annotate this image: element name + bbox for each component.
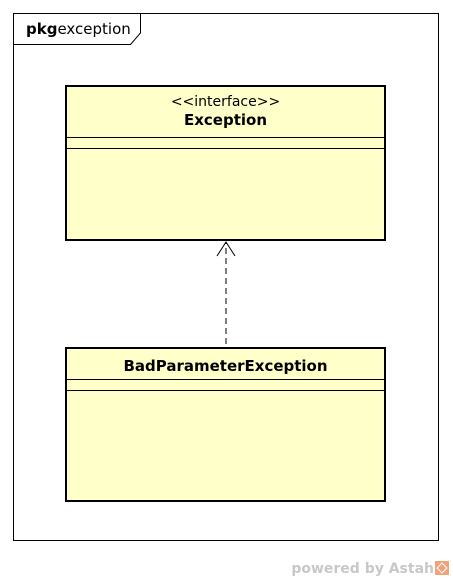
attribute-compartment-divider [67, 137, 384, 138]
package-tab: pkgexception [13, 13, 143, 45]
watermark-text: powered by Astah [291, 561, 434, 577]
package-frame [13, 13, 439, 541]
class-stereotype: <<interface>> [170, 94, 281, 110]
class-exception[interactable]: <<interface>> Exception [65, 85, 386, 241]
package-keyword: pkg [26, 20, 58, 38]
package-name: exception [57, 20, 131, 38]
package-label: pkgexception [26, 20, 131, 38]
open-arrowhead-icon [216, 241, 236, 257]
class-name-compartment: <<interface>> Exception [67, 87, 384, 129]
package-tab-outline [13, 13, 141, 45]
class-name: Exception [183, 111, 268, 129]
class-name-compartment: BadParameterException [67, 349, 384, 375]
astah-watermark: powered by Astah [291, 561, 449, 577]
attribute-compartment-divider [67, 379, 384, 380]
astah-logo-icon [435, 561, 449, 575]
operation-compartment-divider [67, 390, 384, 391]
operation-compartment-divider [67, 148, 384, 149]
class-bad-parameter-exception[interactable]: BadParameterException [65, 347, 386, 502]
class-name: BadParameterException [123, 357, 328, 375]
